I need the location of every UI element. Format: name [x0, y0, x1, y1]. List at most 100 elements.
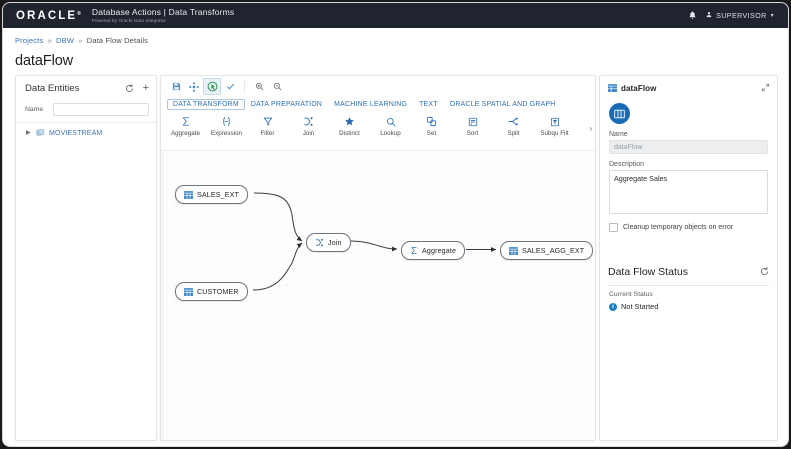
breadcrumb-item-dbw[interactable]: DBW: [56, 36, 75, 45]
join-icon: [315, 234, 324, 252]
checkbox-icon[interactable]: [609, 223, 618, 232]
expand-icon[interactable]: [761, 79, 770, 97]
app-subtitle: Powered by Oracle Data Integrator: [91, 17, 167, 23]
palette-item-filter[interactable]: Filter: [247, 115, 288, 137]
tab-oracle-spatial-and-graph[interactable]: ORACLE SPATIAL AND GRAPH: [449, 101, 556, 108]
oracle-logo-text: ORACLE: [16, 9, 78, 22]
tree-item-label: MOVIESTREAM: [49, 129, 103, 137]
palette-item-set[interactable]: Set: [411, 115, 452, 137]
breadcrumb-item-current: Data Flow Details: [86, 36, 149, 45]
top-navigation-bar: ORACLE ® Database Actions | Data Transfo…: [3, 3, 788, 28]
main-content: Data Entities + Name ▶ MOVIESTREAM: [3, 73, 788, 446]
magnifier-icon: [386, 115, 396, 128]
expression-icon: [221, 115, 232, 128]
data-entities-filter: Name: [16, 100, 156, 118]
current-status-label: Current Status: [609, 291, 653, 298]
layout-icon[interactable]: [185, 78, 203, 95]
refresh-icon[interactable]: [760, 263, 769, 281]
name-field-value[interactable]: dataFlow: [609, 140, 768, 154]
name-filter-input[interactable]: [53, 102, 150, 116]
breadcrumb-item-projects[interactable]: Projects: [15, 36, 44, 45]
info-icon: i: [609, 302, 617, 311]
palette-item-label: Set: [426, 130, 437, 137]
funnel-icon: [263, 115, 273, 128]
flow-node-sales-agg-ext[interactable]: SALES_AGG_EXT: [500, 241, 594, 260]
palette-item-label: Split: [507, 130, 520, 137]
user-menu[interactable]: SUPERVISOR ▾: [706, 11, 774, 20]
transform-palette: Aggregate Expression Filter: [161, 112, 595, 152]
properties-panel: dataFlow Name dataFlow Description Aggre…: [599, 75, 778, 441]
divider: [608, 285, 769, 286]
divider: [244, 80, 245, 93]
description-field-value[interactable]: Aggregate Sales: [609, 170, 768, 214]
palette-item-join[interactable]: Join: [288, 115, 329, 137]
flow-node-join[interactable]: Join: [306, 233, 351, 252]
refresh-icon[interactable]: [125, 83, 134, 93]
save-icon[interactable]: [167, 78, 185, 95]
palette-item-label: Lookup: [380, 130, 401, 137]
properties-header: dataFlow: [600, 76, 777, 97]
flow-node-label: CUSTOMER: [197, 287, 239, 296]
plus-icon[interactable]: +: [142, 81, 149, 94]
palette-item-distinct[interactable]: Distinct: [329, 115, 370, 137]
status-badge: Not Started: [621, 302, 659, 311]
flow-node-aggregate[interactable]: Aggregate: [401, 241, 466, 260]
flow-node-label: SALES_AGG_EXT: [522, 246, 585, 255]
oracle-logo: ORACLE ®: [16, 10, 81, 22]
split-icon: [508, 115, 519, 128]
zoom-in-icon[interactable]: [250, 78, 268, 95]
cleanup-temp-objects-checkbox-row[interactable]: Cleanup temporary objects on error: [600, 214, 777, 232]
palette-item-split[interactable]: Split: [493, 115, 534, 137]
breadcrumb-separator: »: [47, 36, 52, 45]
tab-data-preparation[interactable]: DATA PREPARATION: [250, 101, 323, 108]
tree-item-moviestream[interactable]: ▶ MOVIESTREAM: [16, 123, 156, 137]
palette-item-label: Sort: [466, 130, 479, 137]
palette-item-subquery-filter[interactable]: Subqu Filt: [534, 115, 575, 137]
palette-item-sort[interactable]: Sort: [452, 115, 493, 137]
flow-node-customer[interactable]: CUSTOMER: [175, 282, 248, 301]
validate-icon[interactable]: [221, 78, 239, 95]
chevron-right-icon[interactable]: ▶: [26, 130, 31, 136]
app-title: Database Actions | Data Transforms: [91, 6, 235, 17]
divider: [16, 122, 156, 123]
top-bar-actions: SUPERVISOR ▾: [688, 10, 774, 22]
bell-icon[interactable]: [688, 10, 697, 22]
palette-item-lookup[interactable]: Lookup: [370, 115, 411, 137]
current-status-row: i Not Started: [600, 298, 777, 311]
data-flow-status-title: Data Flow Status: [608, 266, 688, 278]
flow-node-sales-ext[interactable]: SALES_EXT: [175, 185, 248, 204]
palette-item-label: Subqu Filt: [540, 130, 569, 137]
table-icon: [184, 190, 193, 199]
table-icon: [184, 287, 193, 296]
name-field-label: Name: [609, 131, 628, 138]
tab-text[interactable]: TEXT: [419, 101, 438, 108]
tab-data-transform[interactable]: DATA TRANSFORM: [167, 99, 245, 110]
palette-item-label: Filter: [260, 130, 275, 137]
dataflow-icon: [608, 79, 617, 97]
chevron-right-icon[interactable]: ›: [589, 124, 592, 133]
tab-machine-learning[interactable]: MACHINE LEARNING: [334, 101, 408, 108]
join-icon: [303, 115, 314, 128]
palette-item-aggregate[interactable]: Aggregate: [165, 115, 206, 137]
flow-canvas[interactable]: SALES_EXT CUSTOMER Join: [161, 150, 595, 440]
properties-title: dataFlow: [621, 83, 657, 93]
sigma-icon: [181, 115, 191, 128]
set-icon: [426, 115, 437, 128]
palette-item-label: Join: [302, 130, 315, 137]
cleanup-temp-objects-label: Cleanup temporary objects on error: [623, 224, 734, 231]
description-field-label: Description: [609, 161, 645, 168]
data-entities-panel: Data Entities + Name ▶ MOVIESTREAM: [15, 75, 157, 441]
chevron-down-icon: ▾: [770, 13, 774, 19]
palette-item-label: Expression: [210, 130, 243, 137]
run-icon[interactable]: [203, 78, 221, 95]
flow-node-label: Aggregate: [422, 246, 457, 255]
name-field-group: Name dataFlow: [600, 131, 777, 154]
app-title-block: Database Actions | Data Transforms Power…: [92, 8, 235, 23]
zoom-out-icon[interactable]: [268, 78, 286, 95]
palette-item-expression[interactable]: Expression: [206, 115, 247, 137]
data-entities-actions: +: [125, 81, 149, 94]
palette-item-label: Distinct: [339, 130, 360, 137]
user-name-label: SUPERVISOR: [716, 11, 767, 20]
sort-icon: [468, 115, 478, 128]
sigma-icon: [410, 242, 418, 260]
